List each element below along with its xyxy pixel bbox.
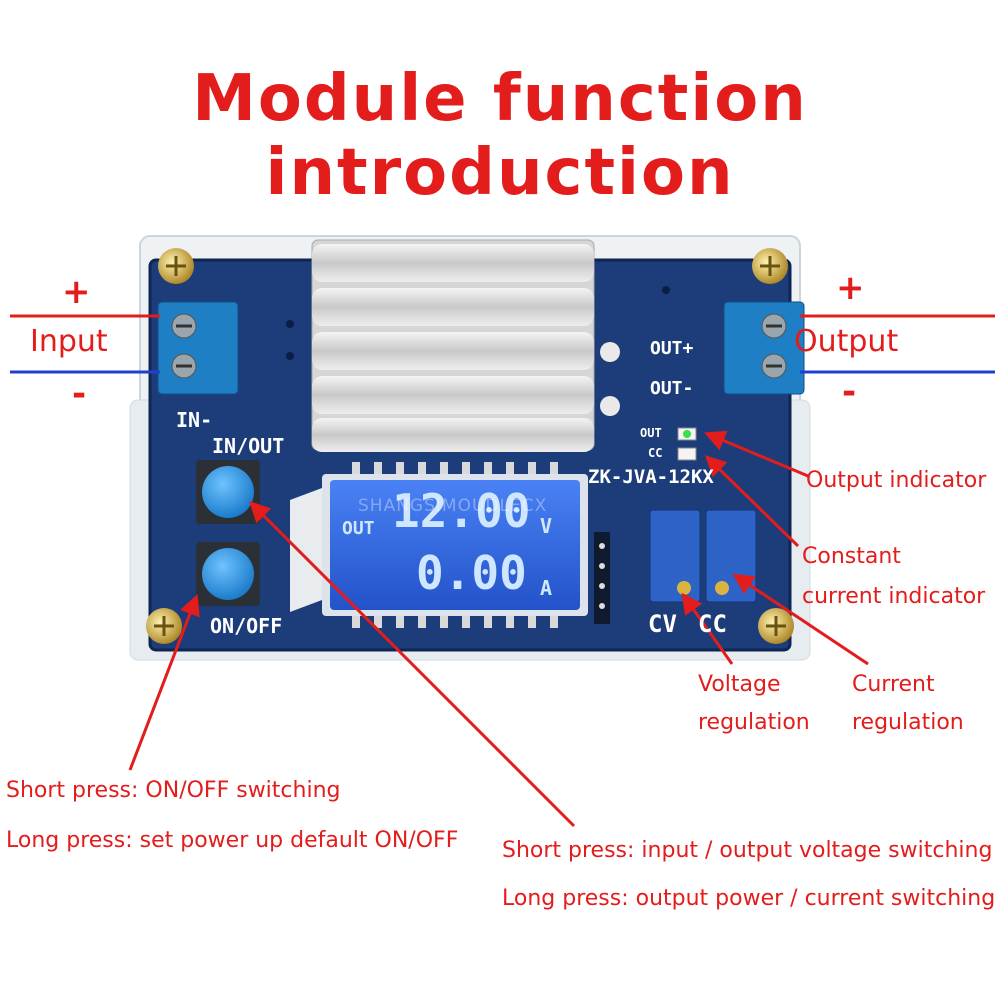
output-terminal-block [723, 301, 805, 395]
silk-out-plus: OUT+ [650, 338, 694, 359]
annotation-cc-indicator-line1: Constant [802, 544, 901, 569]
input-minus-sign: - [72, 374, 87, 414]
lcd-voltage-unit: V [540, 514, 553, 538]
annotation-onoff-long-press: Long press: set power up default ON/OFF [6, 828, 459, 853]
silk-in-minus: IN- [176, 408, 213, 432]
input-plus-sign: + [62, 272, 91, 312]
silk-cv: CV [648, 610, 677, 638]
heatsink [311, 239, 595, 452]
output-label: Output [794, 324, 899, 359]
lcd-mode: OUT [342, 518, 375, 539]
annotation-inout-short-press: Short press: input / output voltage swit… [502, 838, 993, 863]
annotation-output-indicator: Output indicator [806, 468, 987, 493]
annotation-voltage-regulation-line2: regulation [698, 710, 810, 735]
output-minus-sign: - [842, 372, 857, 412]
silk-on-off: ON/OFF [210, 614, 283, 638]
annotation-current-regulation-line1: Current [852, 672, 935, 697]
in-out-button [196, 460, 260, 524]
output-plus-sign: + [836, 268, 865, 308]
cc-potentiometer [705, 509, 757, 603]
silk-in-out: IN/OUT [212, 434, 285, 458]
screw-icon [146, 248, 794, 644]
lcd-current: 0.00 [416, 546, 527, 600]
annotation-voltage-regulation-line1: Voltage [698, 672, 781, 697]
lcd-screen [330, 480, 580, 610]
cv-potentiometer [649, 509, 701, 603]
page-title: Module function introduction [192, 62, 808, 210]
silk-model: ZK-JVA-12KX [588, 466, 714, 488]
annotation-cc-indicator-line2: current indicator [802, 584, 986, 609]
silk-led-cc: CC [648, 446, 663, 460]
cc-led [677, 447, 697, 461]
annotation-inout-long-press: Long press: output power / current switc… [502, 886, 996, 911]
on-off-button [196, 542, 260, 606]
annotation-onoff-short-press: Short press: ON/OFF switching [6, 778, 341, 803]
silk-cc: CC [698, 610, 727, 638]
input-terminal-block [157, 301, 239, 395]
silk-led-out: OUT [640, 426, 662, 440]
annotation-current-regulation-line2: regulation [852, 710, 964, 735]
watermark: SHANGSIMOUDLECX [358, 496, 548, 516]
lcd-current-unit: A [540, 576, 553, 600]
input-label: Input [30, 324, 108, 359]
silk-out-minus: OUT- [650, 378, 694, 399]
lcd-voltage: 12.00 [392, 484, 531, 538]
